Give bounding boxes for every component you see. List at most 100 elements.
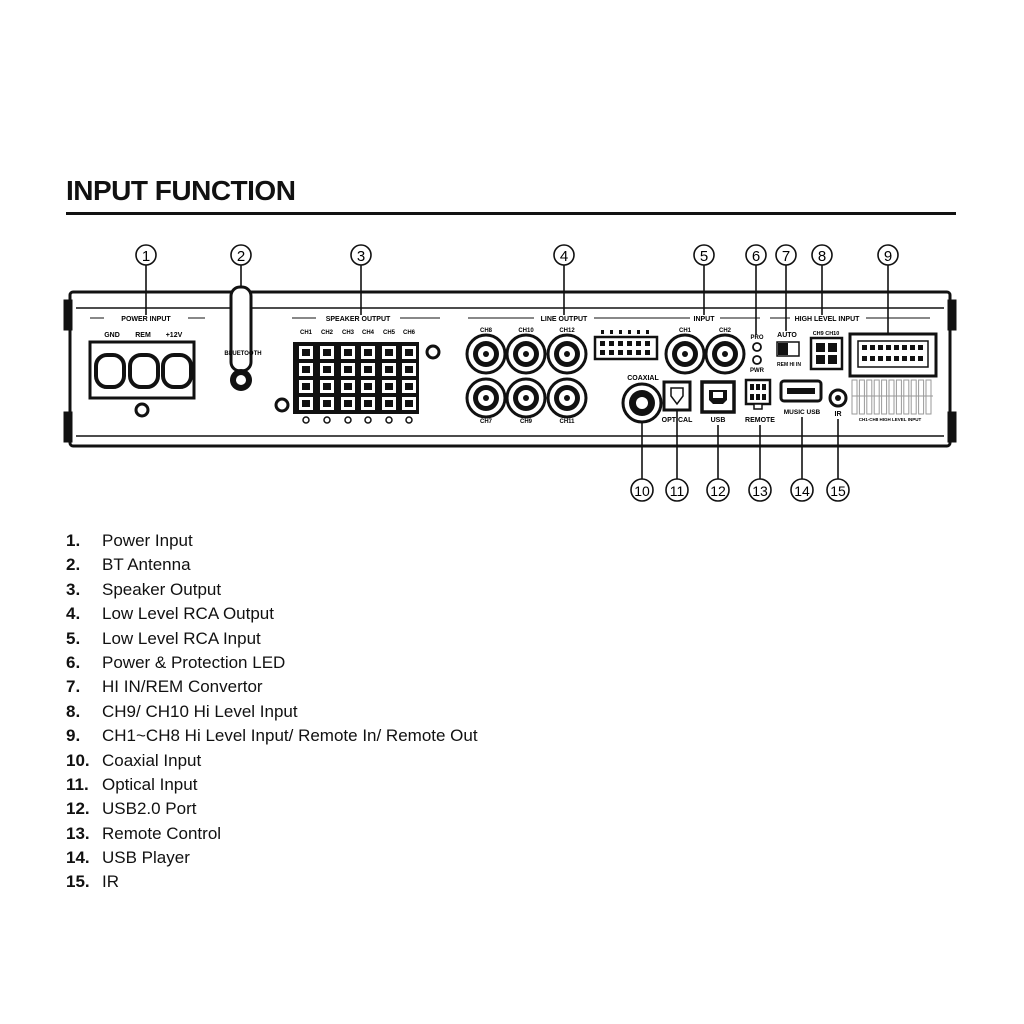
speaker-channel-label: CH4 bbox=[362, 330, 375, 336]
legend-text: CH9/ CH10 Hi Level Input bbox=[102, 701, 298, 721]
speaker-terminal[interactable] bbox=[320, 380, 334, 393]
legend-number: 4. bbox=[66, 604, 81, 624]
callout-number: 7 bbox=[782, 248, 790, 265]
usb-port[interactable]: USB bbox=[700, 380, 736, 424]
legend-item: 14.USB Player bbox=[66, 846, 478, 870]
legend-text: Coaxial Input bbox=[102, 750, 202, 770]
amplifier-panel-diagram: POWER INPUT GND REM +12V BLUETOOTH SPEAK… bbox=[63, 244, 957, 502]
coaxial-input[interactable]: COAXIAL bbox=[621, 375, 663, 424]
speaker-terminal[interactable] bbox=[341, 346, 355, 359]
speaker-terminal[interactable] bbox=[341, 380, 355, 393]
remote-port[interactable]: REMOTE bbox=[744, 378, 775, 424]
rca-jack[interactable]: CH10 bbox=[505, 328, 547, 375]
speaker-screw-right bbox=[425, 344, 441, 360]
speaker-terminal[interactable] bbox=[402, 346, 416, 359]
speaker-channel-label: CH5 bbox=[383, 330, 396, 336]
legend-text: IR bbox=[102, 872, 119, 892]
ribbon-connector[interactable] bbox=[593, 330, 659, 361]
speaker-terminal[interactable] bbox=[361, 363, 375, 376]
legend-item: 9.CH1~CH8 Hi Level Input/ Remote In/ Rem… bbox=[66, 724, 478, 748]
callout-number: 12 bbox=[710, 483, 726, 499]
rca-jack[interactable]: CH2 bbox=[704, 328, 746, 375]
speaker-screw bbox=[385, 416, 393, 424]
speaker-terminal[interactable] bbox=[299, 380, 313, 393]
speaker-terminal[interactable] bbox=[320, 363, 334, 376]
legend-item: 6.Power & Protection LED bbox=[66, 651, 478, 675]
bt-antenna[interactable]: BLUETOOTH bbox=[224, 285, 262, 391]
speaker-terminal[interactable] bbox=[361, 397, 375, 410]
rca-channel-label: CH12 bbox=[559, 328, 575, 334]
legend-text: CH1~CH8 Hi Level Input/ Remote In/ Remot… bbox=[102, 726, 478, 746]
high-level-input-label: HIGH LEVEL INPUT bbox=[795, 316, 861, 323]
gnd-terminal[interactable] bbox=[94, 353, 126, 389]
leader-lines bbox=[145, 265, 889, 479]
legend-number: 13. bbox=[66, 823, 90, 843]
high-level-input-ch1-ch8[interactable]: CH1-CH8 HIGH LEVEL INPUT bbox=[848, 332, 938, 422]
rem-terminal[interactable] bbox=[128, 353, 160, 389]
pwr-label: PWR bbox=[750, 368, 765, 374]
speaker-terminal[interactable] bbox=[341, 397, 355, 410]
speaker-terminal[interactable] bbox=[382, 346, 396, 359]
speaker-terminal[interactable] bbox=[341, 363, 355, 376]
legend-number: 8. bbox=[66, 701, 81, 721]
rca-channel-label: CH1 bbox=[679, 328, 692, 334]
led-block: PRO PWR bbox=[750, 335, 765, 374]
legend-number: 2. bbox=[66, 555, 81, 575]
rca-jack[interactable]: CH7 bbox=[465, 377, 507, 425]
high-level-input-ch9-ch10[interactable]: HIGH LEVEL INPUT CH9 CH10 bbox=[795, 316, 861, 371]
line-output-label: LINE OUTPUT bbox=[541, 316, 588, 323]
auto-switch[interactable]: AUTO REM HI IN bbox=[776, 332, 801, 368]
speaker-terminal[interactable] bbox=[299, 346, 313, 359]
speaker-terminal[interactable] bbox=[402, 363, 416, 376]
speaker-screw bbox=[344, 416, 352, 424]
callout-number: 3 bbox=[357, 248, 365, 265]
bluetooth-label: BLUETOOTH bbox=[224, 351, 261, 357]
speaker-terminal[interactable] bbox=[402, 380, 416, 393]
speaker-screw bbox=[323, 416, 331, 424]
callout-number: 6 bbox=[752, 248, 760, 265]
rca-jack[interactable]: CH8 bbox=[465, 328, 507, 375]
speaker-terminal[interactable] bbox=[299, 363, 313, 376]
speaker-terminal[interactable] bbox=[361, 380, 375, 393]
callout-4: 4 bbox=[553, 244, 575, 266]
speaker-terminal[interactable] bbox=[382, 397, 396, 410]
callout-2: 2 bbox=[230, 244, 252, 266]
speaker-screw bbox=[302, 416, 310, 424]
rca-channel-label: CH10 bbox=[518, 328, 534, 334]
legend-item: 5.Low Level RCA Input bbox=[66, 627, 478, 651]
speaker-terminal[interactable] bbox=[320, 397, 334, 410]
legend-text: Optical Input bbox=[102, 774, 198, 794]
legend-number: 6. bbox=[66, 652, 81, 672]
rca-jack[interactable]: CH11 bbox=[546, 377, 588, 425]
legend-number: 11. bbox=[66, 774, 89, 794]
speaker-terminal[interactable] bbox=[320, 346, 334, 359]
speaker-terminal[interactable] bbox=[361, 346, 375, 359]
legend-text: USB2.0 Port bbox=[102, 799, 197, 819]
legend-number: 10. bbox=[66, 750, 90, 770]
rca-channel-label: CH2 bbox=[719, 328, 732, 334]
power-input-block: POWER INPUT GND REM +12V bbox=[88, 316, 196, 418]
music-usb-port[interactable]: MUSIC USB bbox=[779, 379, 823, 416]
rca-jack[interactable]: CH1 bbox=[664, 328, 706, 375]
speaker-terminal[interactable] bbox=[402, 397, 416, 410]
plus12v-terminal[interactable] bbox=[161, 353, 193, 389]
rca-jack[interactable]: CH9 bbox=[505, 377, 547, 425]
legend-item: 7.HI IN/REM Convertor bbox=[66, 675, 478, 699]
ch9-ch10-label: CH9 CH10 bbox=[813, 331, 840, 337]
speaker-terminal[interactable] bbox=[299, 397, 313, 410]
rca-jack[interactable]: CH12 bbox=[546, 328, 588, 375]
callout-number: 5 bbox=[700, 248, 708, 265]
legend-number: 14. bbox=[66, 848, 90, 868]
speaker-terminal[interactable] bbox=[382, 363, 396, 376]
rca-channel-label: CH11 bbox=[559, 419, 575, 425]
callout-15: 15 bbox=[826, 478, 850, 502]
legend-item: 15.IR bbox=[66, 870, 478, 894]
usb-label: USB bbox=[711, 417, 726, 424]
page-title: INPUT FUNCTION bbox=[66, 175, 296, 206]
legend-text: Speaker Output bbox=[102, 579, 222, 599]
ir-receiver[interactable]: IR bbox=[828, 388, 848, 418]
speaker-terminal[interactable] bbox=[382, 380, 396, 393]
